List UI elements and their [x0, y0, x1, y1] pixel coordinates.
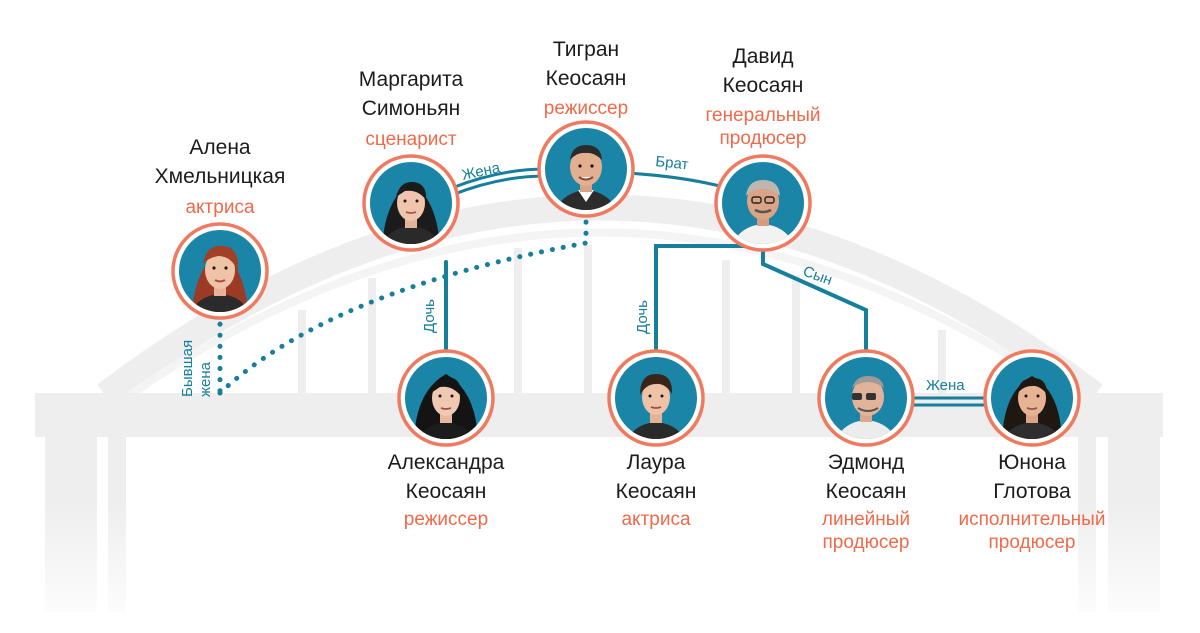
avatar-laura — [607, 349, 705, 447]
avatar-yunona — [983, 349, 1081, 447]
man-portrait-icon — [552, 145, 620, 210]
avatar-alena — [171, 222, 269, 320]
connector-alena-tigran-arc — [217, 240, 589, 396]
avatar-edmond — [817, 349, 915, 447]
person-name: Эдмонд Кеосаян — [825, 451, 907, 503]
connector-tigran-david — [624, 171, 726, 189]
connectors — [217, 167, 992, 407]
person-name: Алена Хмельницкая — [154, 136, 286, 188]
avatar-margarita — [362, 154, 460, 252]
woman-portrait-icon — [999, 376, 1065, 439]
person-role: режиссер — [403, 509, 489, 530]
woman-portrait-icon — [413, 374, 479, 439]
man-portrait-icon — [832, 376, 900, 439]
person-role: линейный продюсер — [821, 509, 911, 553]
avatar-david — [714, 154, 812, 252]
person-name: Давид Кеосаян — [722, 45, 804, 97]
bridge-illustration — [0, 194, 1200, 633]
person-role: сценарист — [365, 129, 457, 150]
person-name: Маргарита Симоньян — [358, 68, 464, 120]
person-name: Александра Кеосаян — [387, 451, 505, 503]
connector-tigran-laura — [654, 244, 747, 358]
bridge-fade — [0, 500, 1200, 633]
connector-david-edmond — [761, 243, 868, 358]
relation-label-tigran-david: Брат — [655, 153, 690, 173]
connector-margarita-tigran-2 — [450, 167, 548, 190]
relation-label-alena-tigran-1: Бывшая — [179, 340, 196, 397]
person-name: Юнона Глотова — [993, 451, 1071, 503]
person-role: исполнительный продюсер — [958, 509, 1106, 553]
person-name: Тигран Кеосаян — [545, 38, 627, 90]
bridge-arch-inner — [127, 228, 1073, 399]
avatars — [171, 120, 1081, 447]
person-role: генеральный продюсер — [705, 105, 821, 149]
person-role: актриса — [185, 197, 255, 218]
connector-margarita-tigran — [450, 174, 548, 197]
avatar-aleksandra — [397, 349, 495, 447]
man-portrait-icon — [729, 180, 797, 244]
avatar-tigran — [537, 120, 635, 218]
relation-label-margarita-aleksandra: Дочь — [421, 299, 438, 333]
bridge-hangers — [298, 245, 946, 395]
bridge-deck — [35, 393, 1163, 437]
woman-portrait-icon — [378, 181, 444, 244]
relation-label-tigran-laura: Дочь — [634, 300, 651, 334]
woman-portrait-icon — [188, 245, 252, 312]
person-name: Лаура Кеосаян — [615, 451, 697, 503]
relation-label-edmond-yunona: Жена — [926, 377, 965, 394]
person-role: режиссер — [543, 98, 629, 119]
woman-portrait-icon — [623, 374, 689, 439]
person-role: актриса — [621, 509, 691, 530]
relation-label-alena-tigran-2: жена — [197, 361, 214, 397]
